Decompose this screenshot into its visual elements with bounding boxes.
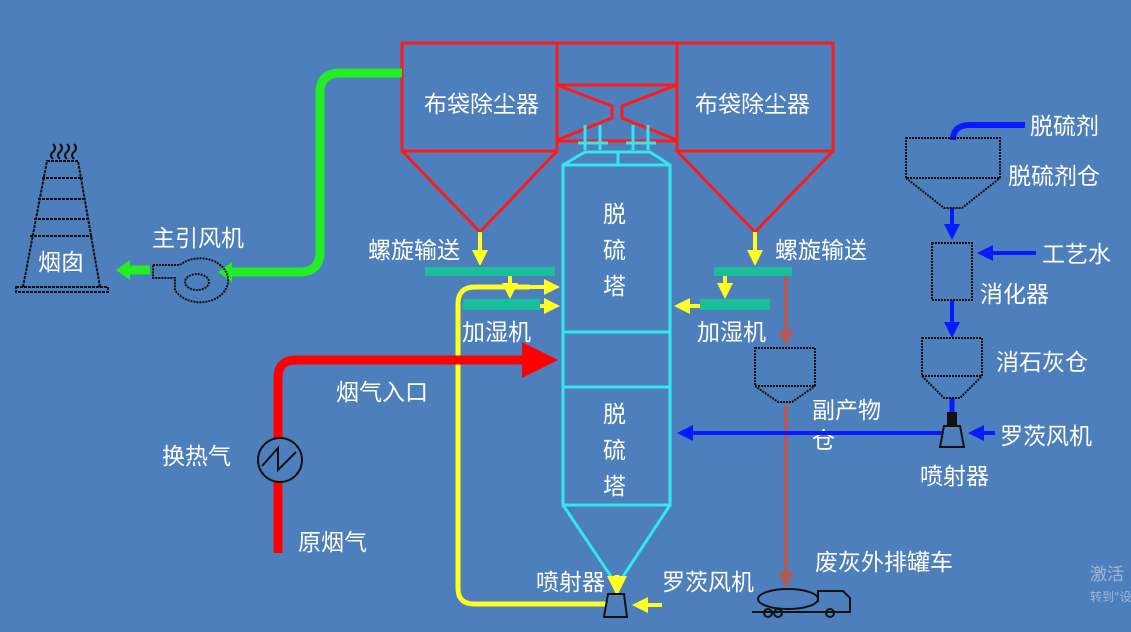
desulfurizer-silo-label: 脱硫剂仓 — [1008, 164, 1100, 190]
slaked-lime-silo-icon — [921, 337, 983, 399]
digester-label: 消化器 — [980, 282, 1049, 308]
slaked-lime-silo-label: 消石灰仓 — [996, 350, 1088, 376]
ejector-right-icon — [938, 412, 966, 448]
desulfurization-tower — [561, 125, 672, 580]
lime-line — [677, 122, 1036, 441]
raw-gas-line — [257, 342, 558, 553]
ejector-bottom-label: 喷射器 — [536, 570, 605, 596]
svg-text:塔: 塔 — [603, 274, 626, 300]
digester-icon — [931, 242, 973, 301]
roots-blower-bottom-label: 罗茨风机 — [662, 570, 754, 596]
flue-gas-inlet-label: 烟气入口 — [336, 380, 428, 406]
heat-exchanger-icon — [257, 437, 303, 483]
svg-text:脱: 脱 — [603, 202, 626, 228]
main-fan-label: 主引风机 — [152, 226, 244, 252]
humidifier-right-label: 加湿机 — [697, 320, 766, 346]
ash-recycle-right — [674, 232, 792, 314]
tower-lower-label: 脱 硫 塔 — [603, 402, 626, 500]
tower-upper-label: 脱 硫 塔 — [603, 202, 626, 300]
bag-filter-right-label: 布袋除尘器 — [695, 92, 810, 118]
desulfurizer-label: 脱硫剂 — [1030, 114, 1099, 140]
humidifier-left — [463, 299, 540, 310]
svg-text:硫: 硫 — [603, 438, 626, 464]
chimney-label: 烟囱 — [38, 250, 84, 276]
screw-conveyor-left-label: 螺旋输送 — [368, 238, 460, 264]
humidifier-left-label: 加湿机 — [462, 320, 531, 346]
desulfurizer-silo-icon — [905, 137, 1001, 209]
watermark-line2: 转到"设 — [1090, 589, 1131, 604]
bag-filter-left-label: 布袋除尘器 — [424, 92, 539, 118]
screw-conveyor-left — [425, 267, 555, 276]
ejector-right-label: 喷射器 — [920, 464, 989, 490]
ejector-bottom-icon — [602, 575, 662, 618]
byproduct-silo-label-1: 副产物 — [812, 398, 881, 424]
watermark-line1: 激活 — [1090, 565, 1124, 585]
svg-text:塔: 塔 — [603, 474, 626, 500]
process-water-label: 工艺水 — [1042, 242, 1111, 268]
chimney-icon — [15, 143, 109, 293]
raw-flue-gas-label: 原烟气 — [298, 530, 367, 556]
bag-filter-right — [675, 41, 835, 235]
ash-recycle-left — [425, 232, 606, 607]
byproduct-silo-icon — [754, 347, 816, 403]
heat-exchanger-label: 换热气 — [162, 444, 231, 470]
svg-text:脱: 脱 — [603, 402, 626, 428]
humidifier-right — [700, 299, 770, 310]
svg-text:硫: 硫 — [603, 238, 626, 264]
screw-conveyor-right — [714, 267, 792, 276]
bag-filter-left — [400, 41, 559, 235]
screw-conveyor-right-label: 螺旋输送 — [775, 238, 867, 264]
bag-filter-middle — [555, 41, 679, 143]
main-fan-icon — [152, 257, 230, 304]
tanker-truck-icon — [752, 588, 851, 618]
roots-blower-right-label: 罗茨风机 — [1000, 424, 1092, 450]
waste-ash-truck-label: 废灰外排罐车 — [815, 550, 953, 576]
